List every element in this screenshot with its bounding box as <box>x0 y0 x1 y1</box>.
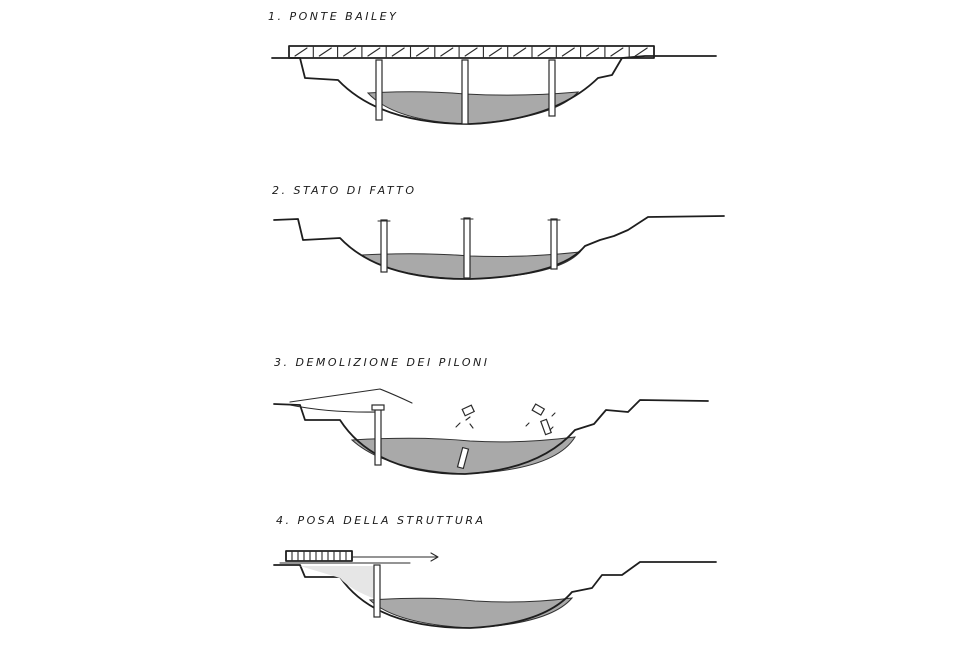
launch-direction-arrow <box>351 552 439 562</box>
bridge-pier-2a <box>380 219 388 273</box>
truss-panel <box>628 45 648 59</box>
riverbed-profile-4 <box>273 561 717 629</box>
bailey-truss-diagonals <box>288 45 648 59</box>
temporary-deck <box>289 404 379 413</box>
truss-panel <box>482 45 502 59</box>
step-3-section <box>273 388 709 475</box>
truss-panel <box>531 45 551 59</box>
truss-panel <box>312 45 332 59</box>
bridge-pier-1a <box>375 59 383 121</box>
launch-zone-shading <box>300 566 378 600</box>
remaining-pier-4 <box>373 564 381 618</box>
riverbed-profile-3 <box>273 399 709 475</box>
bridge-pier-2b <box>463 217 471 279</box>
new-structure-ribs <box>291 550 347 562</box>
demolished-pier-3b <box>525 403 556 436</box>
step-1-section <box>271 45 717 125</box>
new-structure-deck <box>285 550 353 562</box>
truss-panel <box>458 45 478 59</box>
riverbed-profile-1 <box>271 55 717 125</box>
river-water-1 <box>366 91 580 125</box>
truss-panel <box>288 45 308 59</box>
bridge-pier-1b <box>461 59 469 125</box>
step-2-section <box>273 215 725 280</box>
truss-panel <box>604 45 624 59</box>
step-4-title: 4. POSA DELLA STRUTTURA <box>276 514 486 527</box>
bridge-pier-1c <box>548 59 556 117</box>
bridge-pier-2c <box>550 218 558 270</box>
truss-panel <box>555 45 575 59</box>
truss-panel <box>385 45 405 59</box>
step-2-title: 2. STATO DI FATTO <box>272 184 417 197</box>
truss-panel <box>434 45 454 59</box>
temporary-cable <box>289 388 413 404</box>
step-1-title: 1. PONTE BAILEY <box>268 10 399 23</box>
truss-panel <box>409 45 430 59</box>
step-3-title: 3. DEMOLIZIONE DEI PILONI <box>274 356 490 369</box>
truss-panel <box>361 45 381 59</box>
river-water-2 <box>360 251 582 280</box>
truss-panel <box>580 45 600 59</box>
riverbed-profile-2 <box>273 215 725 280</box>
truss-panel <box>337 45 357 59</box>
demolished-pier-3a <box>455 404 476 470</box>
step-4-section <box>273 550 717 629</box>
remaining-pier-3 <box>374 408 382 466</box>
truss-panel <box>507 45 527 59</box>
pier-cap-3 <box>371 404 385 411</box>
pier-caps-2 <box>377 218 561 222</box>
